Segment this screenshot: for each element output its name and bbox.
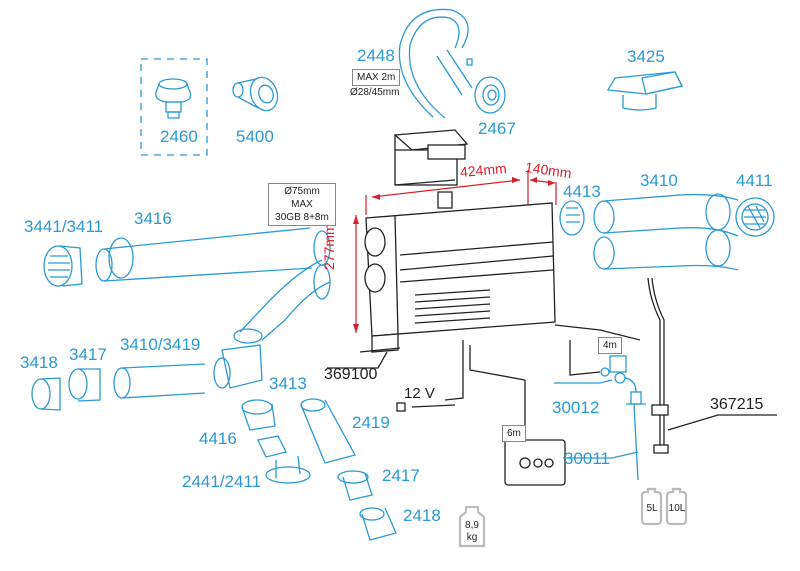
part-label-30011: 30011 xyxy=(564,449,611,468)
dimension-width: 424mm xyxy=(459,159,508,181)
part-label-2417: 2417 xyxy=(382,466,420,485)
part-label-4416: 4416 xyxy=(199,429,237,448)
part-label-3418: 3418 xyxy=(20,353,58,372)
duct-max-length: 30GB 8+8m xyxy=(275,212,329,223)
left-ducting-drawing xyxy=(31,227,331,411)
part-label-30012: 30012 xyxy=(552,398,600,417)
part-label-2419: 2419 xyxy=(352,413,390,432)
part-label-3425: 3425 xyxy=(627,47,665,66)
fuel-line-length-note: 4m xyxy=(598,337,622,354)
control-cable-length-note: 6m xyxy=(502,425,526,442)
leader-lines xyxy=(327,351,777,431)
part-label-3416: 3416 xyxy=(134,209,172,228)
part-label-3417: 3417 xyxy=(69,345,107,364)
part-label-4411: 4411 xyxy=(736,171,773,190)
part-5400-drawing xyxy=(232,76,279,112)
part-label-5400: 5400 xyxy=(236,127,274,146)
part-label-2441-2411: 2441/2411 xyxy=(182,472,262,491)
tank-10l-label: 10L xyxy=(668,503,686,514)
duct-spec-note: Ø75mm MAX 30GB 8+8m xyxy=(268,183,336,226)
part-label-3410-3419: 3410/3419 xyxy=(120,335,201,354)
part-3425-drawing xyxy=(606,71,683,111)
heater-unit-drawing xyxy=(359,191,669,486)
weight-value: 8,9 xyxy=(465,520,479,531)
part-label-3413: 3413 xyxy=(269,374,307,393)
part-2460-drawing xyxy=(140,58,208,156)
exhaust-max-length-note: MAX 2m xyxy=(352,69,401,86)
fuel-tank-icons xyxy=(640,487,688,526)
dimension-height: 277mm xyxy=(321,223,337,270)
part-2448-drawing xyxy=(398,8,473,119)
part-label-2460: 2460 xyxy=(160,127,198,146)
part-label-2448: 2448 xyxy=(357,46,395,65)
part-label-4413: 4413 xyxy=(563,182,601,201)
part-label-3410: 3410 xyxy=(640,171,678,190)
exhaust-diameter-note: Ø28/45mm xyxy=(350,87,400,98)
bottom-fittings-drawing xyxy=(241,398,397,541)
fuel-system-drawing xyxy=(554,355,646,481)
right-ducting-drawing xyxy=(559,193,775,271)
weight-icon xyxy=(458,505,486,548)
voltage-label: 12 V xyxy=(404,385,435,402)
part-label-2418: 2418 xyxy=(403,506,441,525)
part-label-367215: 367215 xyxy=(710,396,764,413)
part-2467-drawing xyxy=(466,58,506,114)
dimension-lines xyxy=(353,170,557,333)
weight-unit: kg xyxy=(466,532,478,543)
mounting-bracket-drawing xyxy=(393,129,469,186)
part-label-369100: 369100 xyxy=(324,366,378,383)
duct-max-diameter: Ø75mm MAX xyxy=(284,186,320,210)
tank-5l-label: 5L xyxy=(646,503,658,514)
part-label-2467: 2467 xyxy=(478,119,516,138)
part-label-3441-3411: 3441/3411 xyxy=(24,217,104,236)
